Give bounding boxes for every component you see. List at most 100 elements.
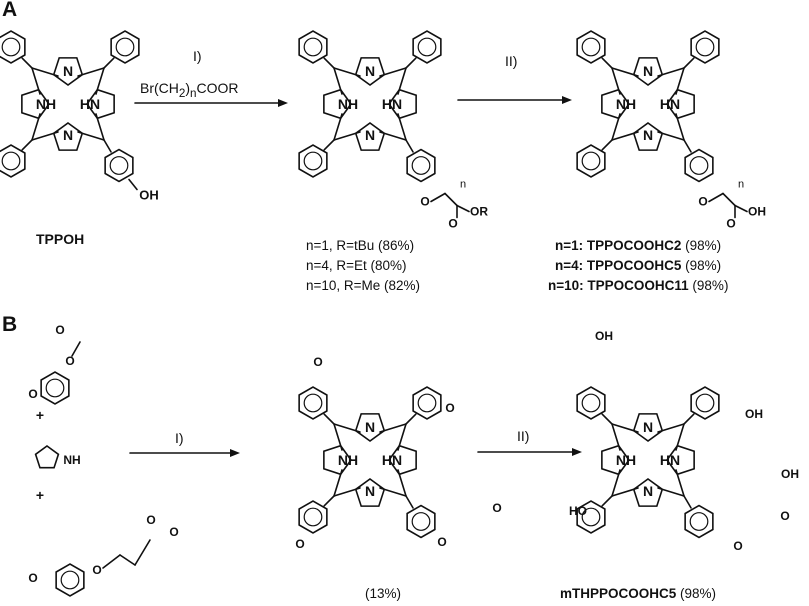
tppoh-pyrrole-right [86, 88, 115, 120]
tppoh-meso-bond [31, 131, 59, 141]
b-product-meso-bond [611, 487, 639, 497]
b-int-aryl-tr [412, 386, 442, 420]
b-int-aryl-tl-ring [303, 393, 323, 413]
tppoh-meso-bond [77, 67, 105, 77]
ester-phenyl-tl-bond [323, 57, 335, 69]
tppoh-hydroxyphenyl [104, 148, 134, 183]
b-prod-aryl-br-bond [683, 495, 692, 509]
acid-phenyl-tl [576, 30, 606, 64]
tppoh-meso-bond [31, 67, 59, 77]
b-intermediate-meso-bond [333, 487, 361, 497]
b-int-o-br: O [437, 535, 446, 549]
acid-n-index: n [738, 179, 744, 191]
b-intermediate-meso-bond [333, 423, 361, 433]
b-prod-aryl-br [684, 504, 714, 539]
b-intermediate-nh: NH [338, 452, 358, 468]
ester-ether-o: O [420, 195, 429, 209]
acid-phenyl-tl-ring [581, 37, 601, 57]
step-a1-reagent: Br(CH2)nCOOR [140, 80, 239, 100]
tppoh-phenyl-tr-ring [115, 37, 135, 57]
b-intermediate-meso-bond [333, 423, 343, 451]
acid-n-top: N [643, 63, 653, 79]
acid-hn: HN [660, 96, 680, 112]
b-intermediate-meso-bond [379, 487, 407, 497]
b-prod-aryl-tr [690, 386, 720, 420]
ester-meso-bond [397, 67, 407, 95]
acid-phenyl-tr [690, 30, 720, 64]
b-prod-ether-o: O [733, 539, 742, 553]
b-product-meso-bond [675, 469, 685, 497]
ester-chain [430, 192, 446, 203]
b-prod-oh-tl: OH [595, 329, 613, 343]
acid-meso-bond [611, 67, 639, 77]
acid-nh: NH [616, 96, 636, 112]
b-product-meso-bond [675, 423, 685, 451]
b-product-meso-bond [657, 423, 685, 433]
acid-ether-o: O [698, 195, 707, 209]
acid-chain [708, 192, 724, 203]
b-acetyl-o: O [55, 323, 64, 337]
panel-label-b: B [2, 313, 18, 336]
b-aldehyde-ester-ring [55, 563, 85, 597]
acid-aryl-bond [683, 139, 692, 153]
ester-meso-bond [397, 113, 407, 141]
b-prod-aryl-tl [576, 386, 606, 420]
tppoh-oh: OH [139, 188, 159, 203]
acid-phenyl-bl [576, 144, 606, 178]
acid-product-1: n=1: TPPOCOOHC2 (98%) [555, 238, 722, 253]
b-prod-aryl-tr-bond [683, 413, 695, 425]
tppoh-n-top: N [63, 63, 73, 79]
b-int-aryl-tr-ring [417, 393, 437, 413]
tppoh-phenyl-tr-bond [103, 57, 115, 69]
b-intermediate-n-top: N [365, 419, 375, 435]
b-product-nh: NH [616, 452, 636, 468]
b-product-n-top: N [643, 419, 653, 435]
b-intermediate-pyrrole-top [354, 413, 386, 442]
tppoh-hn: HN [80, 96, 100, 112]
b-acetoxybenzaldehyde-ring [40, 371, 70, 405]
b-product-meso-bond [611, 469, 621, 497]
intermediate-yield: (13%) [365, 586, 402, 601]
ester-phenyl-tl [298, 30, 328, 64]
tppoh-phenyl-tr [110, 30, 140, 64]
b-prod-ho-bl: HO [569, 504, 587, 518]
ester-phenyl-bl-ring [303, 151, 323, 171]
acid-pyrrole-left [601, 88, 630, 120]
b-prod-aryl-bl-bond [601, 495, 613, 507]
b-ether-o: O [92, 563, 101, 577]
acid-meso-bond [657, 131, 685, 141]
arrow-a1-head [278, 99, 288, 107]
step-a2-label: II) [505, 53, 518, 69]
b-intermediate-meso-bond [397, 423, 407, 451]
step-b1-label: I) [175, 430, 184, 446]
b-acetyl-bond [71, 341, 81, 357]
b-plus-1: + [36, 407, 44, 423]
b-int-o-bl: O [295, 537, 304, 551]
ester-meso-bond [379, 131, 407, 141]
b-aldehyde-ester-ring-ring [60, 570, 80, 590]
b-int-aryl-br [406, 504, 436, 539]
tppoh-meso-bond [95, 113, 105, 141]
tppoh-meso-bond [77, 131, 105, 141]
b-acetoxybenzaldehyde-ring-ring [45, 378, 65, 398]
acid-meso-bond [611, 131, 639, 141]
step-a1-label: I) [193, 48, 202, 64]
b-int-o-tr: O [445, 401, 454, 415]
b-prod-aryl-tr-ring [695, 393, 715, 413]
b-ester-o: O [65, 354, 74, 368]
ester-n-bottom: N [365, 127, 375, 143]
b-product-pyrrole-left [601, 444, 630, 476]
b-product-meso-bond [611, 423, 621, 451]
ester-phenyl-tr [412, 30, 442, 64]
tppoh-hydroxyphenyl-ring [109, 156, 129, 175]
ester-meso-bond [333, 131, 361, 141]
tppoh-phenyl-tl-ring [1, 37, 21, 57]
acid-pyrrole-top [632, 57, 664, 86]
b-int-carbonyl-o: O [492, 501, 501, 515]
b-plus-2: + [36, 487, 44, 503]
acid-chain [722, 192, 736, 207]
b-int-aryl-tl-bond [323, 413, 335, 425]
ester-pyrrole-bottom [354, 122, 386, 151]
acid-meso-bond [611, 113, 621, 141]
